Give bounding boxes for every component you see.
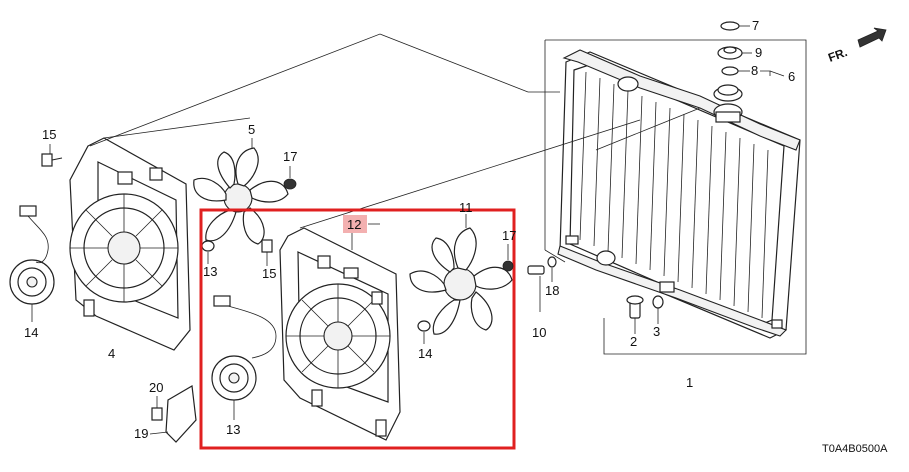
left-fasteners [41, 144, 297, 264]
label-part-17-left: 17 [283, 149, 297, 164]
label-part-3: 3 [653, 324, 660, 339]
right-fan-motor [211, 295, 277, 420]
label-part-5: 5 [248, 122, 255, 137]
label-part-16-right: 15 [262, 266, 276, 281]
label-part-16-left: 15 [42, 127, 56, 142]
label-part-15-right: 14 [418, 346, 432, 361]
label-part-9: 9 [755, 45, 762, 60]
left-fan-blade [193, 138, 289, 245]
left-fan-shroud [69, 137, 191, 351]
highlight-frame [199, 208, 516, 450]
label-part-14: 14 [24, 325, 38, 340]
label-part-8: 8 [751, 63, 758, 78]
label-part-4: 4 [108, 346, 115, 361]
label-part-1: 1 [686, 375, 693, 390]
part-12-label-highlight [343, 215, 367, 233]
right-fasteners [261, 232, 514, 344]
label-part-17-right: 17 [502, 228, 516, 243]
label-part-13: 13 [226, 422, 240, 437]
label-part-12: 12 [347, 217, 361, 232]
diagram-code: T0A4B0500A [822, 443, 888, 455]
label-part-10: 10 [532, 325, 546, 340]
front-direction-indicator [857, 27, 887, 48]
drain-plug-and-washer [626, 295, 664, 334]
radiator-cap-parts [713, 21, 785, 102]
front-direction-label: FR. [826, 45, 849, 65]
radiator-assembly [544, 39, 807, 355]
label-part-19: 19 [134, 426, 148, 441]
label-part-2: 2 [630, 334, 637, 349]
lower-bracket [149, 385, 197, 443]
left-fan-motor [9, 205, 55, 322]
label-part-18: 18 [545, 283, 559, 298]
label-part-20: 20 [149, 380, 163, 395]
right-fan-blade [409, 214, 513, 335]
label-part-11: 11 [459, 200, 473, 215]
label-part-15-left: 13 [203, 264, 217, 279]
temperature-switch-and-oring [527, 256, 557, 312]
right-fan-shroud [279, 227, 401, 441]
part-number-labels: 7 9 8 6 1 2 3 10 18 15 5 17 13 15 12 11 … [24, 18, 795, 441]
label-part-6: 6 [788, 69, 795, 84]
label-part-7: 7 [752, 18, 759, 33]
